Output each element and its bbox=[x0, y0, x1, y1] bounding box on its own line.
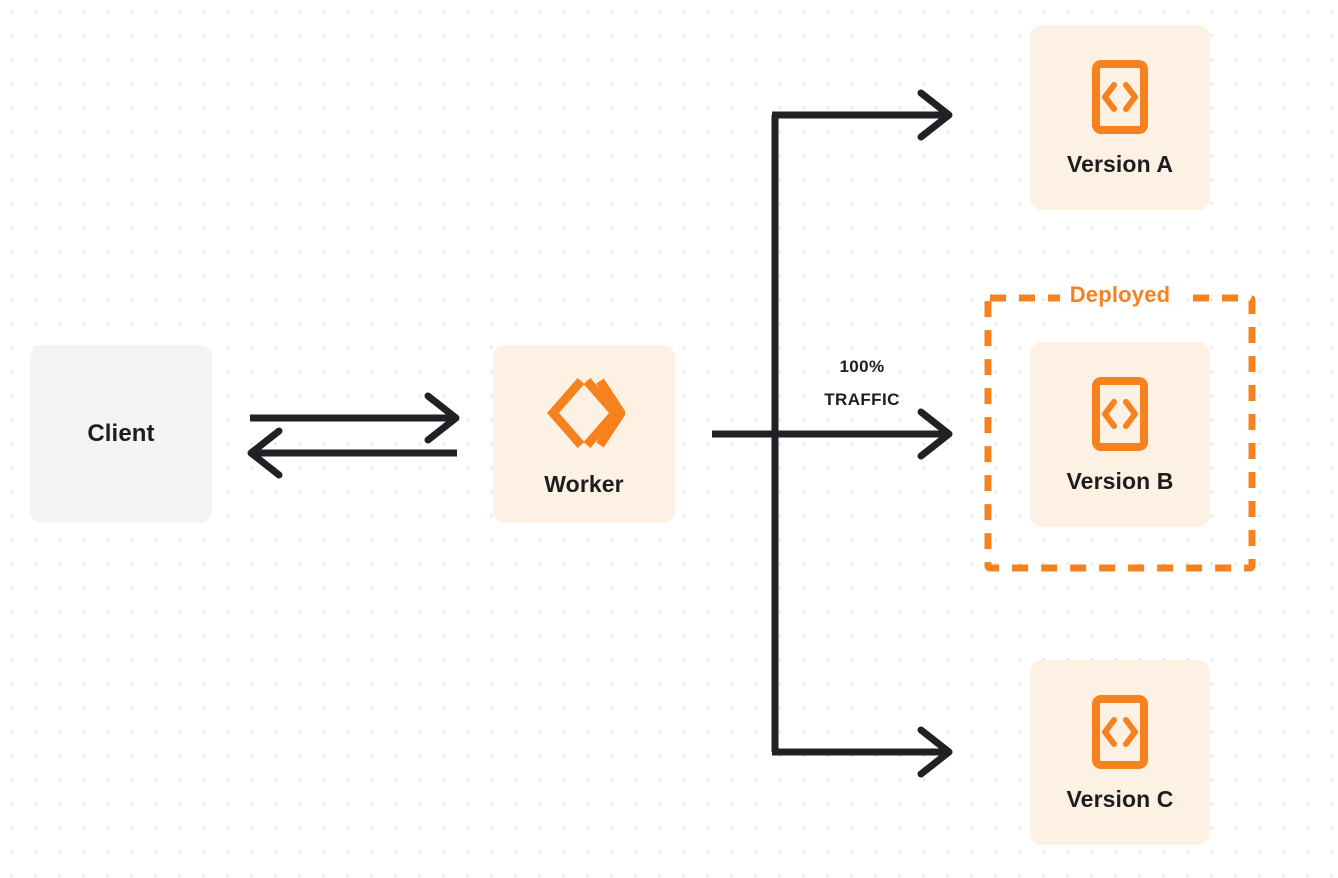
node-version-a-label: Version A bbox=[1066, 151, 1174, 177]
arrow-client-to-worker bbox=[250, 392, 460, 444]
code-file-icon bbox=[1091, 694, 1149, 770]
node-version-a[interactable]: Version A bbox=[1030, 25, 1210, 210]
code-file-icon bbox=[1091, 59, 1149, 135]
node-client-label: Client bbox=[87, 420, 155, 447]
deployed-group-label: Deployed bbox=[984, 282, 1256, 308]
cloudflare-workers-icon bbox=[543, 373, 627, 453]
arrow-worker-to-version-a bbox=[772, 89, 953, 141]
node-worker-label: Worker bbox=[544, 470, 624, 497]
traffic-word: TRAFFIC bbox=[824, 390, 900, 410]
deployed-group-label-text: Deployed bbox=[1059, 282, 1181, 307]
node-version-b-label: Version B bbox=[1066, 468, 1174, 494]
node-version-b[interactable]: Version B bbox=[1030, 342, 1210, 527]
node-version-c-label: Version C bbox=[1066, 786, 1174, 812]
node-version-c[interactable]: Version C bbox=[1030, 660, 1210, 845]
arrow-worker-to-client bbox=[247, 427, 457, 479]
node-worker[interactable]: Worker bbox=[493, 345, 675, 523]
node-client[interactable]: Client bbox=[30, 345, 212, 523]
traffic-annotation: 100% TRAFFIC bbox=[782, 350, 942, 416]
arrow-worker-to-version-c bbox=[772, 726, 953, 778]
code-file-icon bbox=[1091, 376, 1149, 452]
arrow-worker-to-version-b bbox=[712, 408, 953, 460]
traffic-percent: 100% bbox=[839, 357, 885, 376]
